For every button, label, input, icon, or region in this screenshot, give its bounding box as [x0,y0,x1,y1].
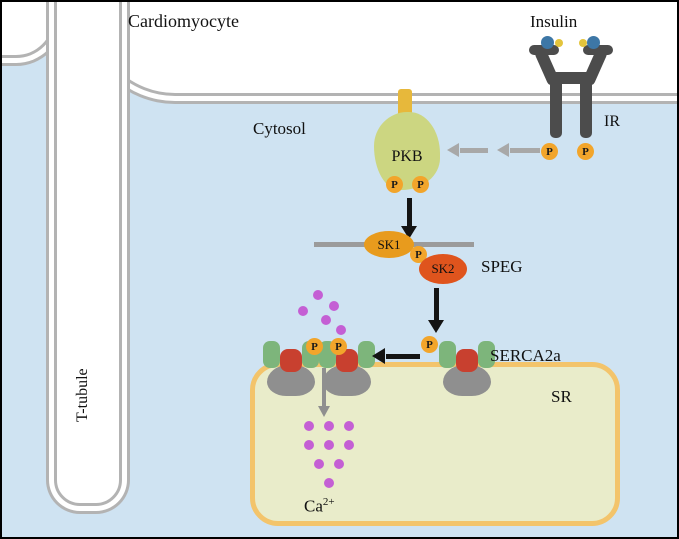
pkb-protein [374,112,440,190]
arrow-sk2-serca-shaft [434,288,439,320]
insulin-cofactor-left [555,39,563,47]
calcium-ion-dot [298,306,308,316]
phosphate-badge-serca: P [421,336,438,353]
calcium-label-base: Ca [304,496,323,516]
sk1-label: SK1 [377,236,401,252]
calcium-ion-dot [313,290,323,300]
ir-cap-right [583,45,613,55]
pump-red-core [456,349,478,372]
calcium-ion-dot [324,440,334,450]
pump-green-right [358,341,375,368]
ca-transport-arrow-shaft [322,368,326,406]
cardiomyocyte-label: Cardiomyocyte [128,11,239,31]
calcium-label-sup: 2+ [322,496,335,508]
calcium-ion-dot [314,459,324,469]
calcium-ion-dot [324,478,334,488]
calcium-ion-dot [329,301,339,311]
signal-dash-2 [460,148,488,153]
phosphate-badge-speg: P [410,246,427,263]
pump-red-core [336,349,358,372]
insulin-cofactor-right [579,39,587,47]
insulin-molecule-right [587,36,600,49]
ir-crossbar [550,72,592,84]
insulin-label: Insulin [530,12,578,31]
insulin-molecule-left [541,36,554,49]
serca-pump-complex-2 [318,336,376,398]
ir-label: IR [604,113,620,130]
ir-leg-right [580,72,592,138]
serca-pump-complex-1 [262,336,320,398]
arrow-p-pump-head [372,348,385,364]
pump-green-left [263,341,280,368]
serca2a-label: SERCA2a [490,346,561,365]
calcium-ion-dot [334,459,344,469]
signal-arrowhead-1 [497,143,509,157]
phosphate-badge-pkb-right: P [412,176,429,193]
ir-leg-left [550,72,562,138]
ca-transport-arrow-head [318,406,330,417]
signal-dash-1 [510,148,540,153]
signal-arrowhead-2 [447,143,459,157]
t-tubule-lumen [54,2,122,506]
phosphate-badge-pump-left: P [306,338,323,355]
sk2-domain: SK2 [419,254,467,284]
sr-label: SR [551,387,572,406]
phosphate-badge-ir-right: P [577,143,594,160]
ir-cap-left [529,45,559,55]
calcium-ion-dot [304,440,314,450]
sk1-domain: SK1 [364,231,414,258]
calcium-ion-dot [321,315,331,325]
serca-pump-complex-3 [438,336,496,398]
arrow-sk2-serca-head [428,320,444,333]
calcium-ion-dot [344,421,354,431]
pump-green-right [478,341,495,368]
calcium-ion-dot [336,325,346,335]
phosphate-badge-pkb-left: P [386,176,403,193]
phosphate-badge-ir-left: P [541,143,558,160]
sk2-label: SK2 [431,261,455,276]
calcium-ion-dot [344,440,354,450]
calcium-label: Ca2+ [304,496,335,517]
speg-label: SPEG [481,257,523,276]
pump-green-left [439,341,456,368]
pump-red-core [280,349,302,372]
calcium-ion-dot [304,421,314,431]
pkb-label: PKB [391,148,423,165]
arrow-pkb-speg-shaft [407,198,412,226]
phosphate-badge-pump-right: P [330,338,347,355]
cytosol-label: Cytosol [253,119,306,138]
calcium-ion-dot [324,421,334,431]
t-tubule-label: T-tubule [74,368,91,422]
arrow-p-pump-shaft [386,354,420,359]
